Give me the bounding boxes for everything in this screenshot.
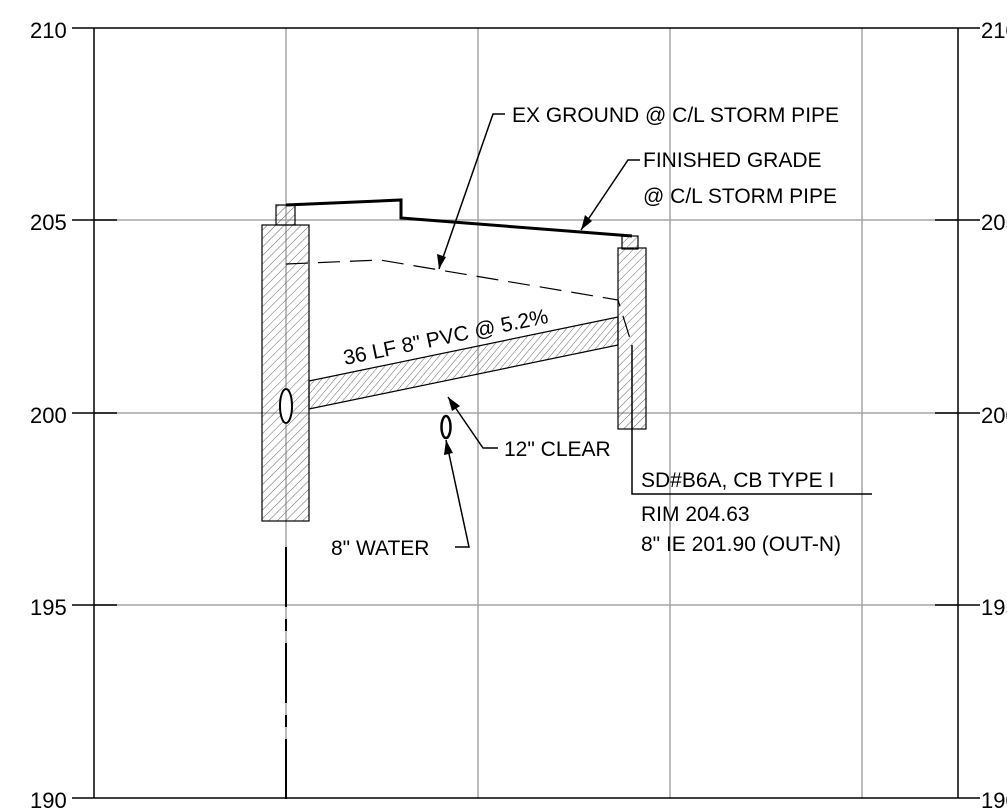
elev-left-205: 205 <box>30 210 67 235</box>
water-leader <box>445 439 470 548</box>
ex-ground-leader <box>438 113 505 270</box>
structure-leader <box>631 345 872 495</box>
leader-arrowheads <box>437 215 592 455</box>
elev-right-190: 190 <box>981 788 1007 811</box>
water-pipe <box>440 414 452 440</box>
clearance-arrowhead <box>448 397 460 411</box>
structure-label-line2: RIM 204.63 <box>641 503 750 526</box>
clearance-label: 12" CLEAR <box>504 438 611 461</box>
elev-right-205: 205 <box>981 210 1007 235</box>
ex-ground-label: EX GROUND @ C/L STORM PIPE <box>512 104 839 127</box>
elev-right-200: 200 <box>981 403 1007 428</box>
left-structure <box>261 204 310 522</box>
elev-right-210: 210 <box>981 18 1007 43</box>
structure-label-line3: 8" IE 201.90 (OUT-N) <box>641 533 841 556</box>
left-structure-opening <box>279 388 293 424</box>
elev-left-195: 195 <box>30 595 67 620</box>
finished-grade-arrowhead <box>581 215 592 230</box>
finished-grade-label-line2: @ C/L STORM PIPE <box>643 185 837 208</box>
grid <box>94 28 958 798</box>
ex-ground-arrowhead <box>437 254 446 269</box>
elev-left-210: 210 <box>30 18 67 43</box>
existing-ground-line <box>285 259 633 346</box>
frame <box>72 27 980 799</box>
clearance-leader <box>447 396 498 449</box>
structure-label-line1: SD#B6A, CB TYPE I <box>641 469 834 492</box>
storm-pipe <box>308 316 619 410</box>
left-structure-cap <box>275 204 296 226</box>
finished-grade-leader <box>580 159 640 231</box>
water-label: 8" WATER <box>331 537 429 560</box>
elev-left-200: 200 <box>30 403 67 428</box>
elev-right-195: 195 <box>981 595 1007 620</box>
left-structure-body <box>261 224 310 522</box>
leaders <box>438 113 872 548</box>
right-structure-cap <box>621 235 639 250</box>
elevation-labels-left: 210 205 200 195 190 <box>30 18 67 811</box>
elev-left-190: 190 <box>30 788 67 811</box>
elevation-labels-right: 210 205 200 195 190 <box>981 18 1007 811</box>
finished-grade-line <box>285 198 633 238</box>
water-arrowhead <box>444 440 453 455</box>
finished-grade-label-line1: FINISHED GRADE <box>643 149 822 172</box>
